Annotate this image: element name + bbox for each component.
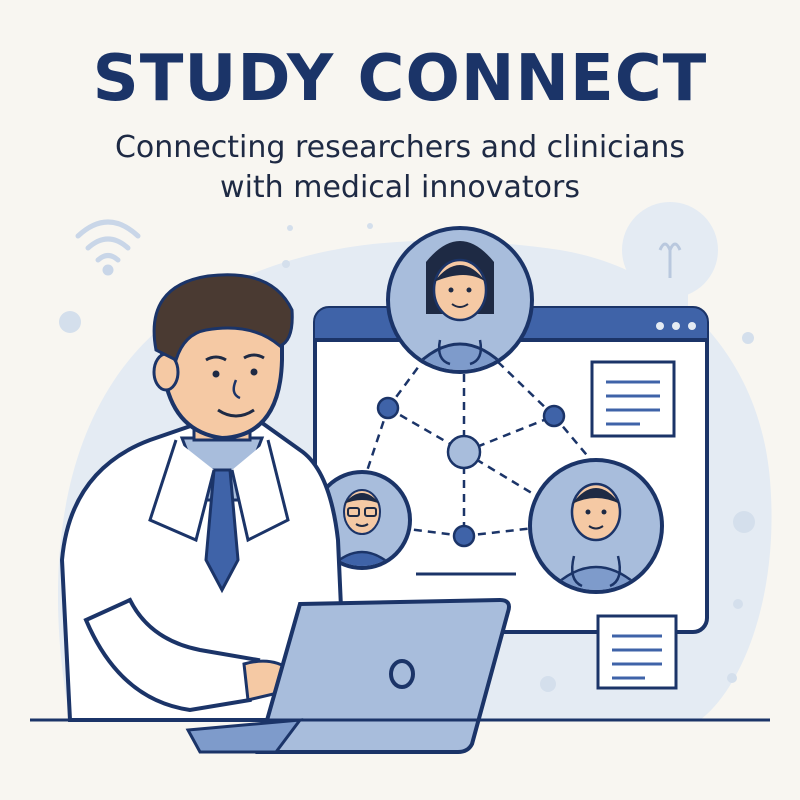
network-graph	[360, 361, 597, 548]
network-node-center	[446, 434, 482, 470]
browser-window	[313, 306, 709, 634]
wifi-icon	[75, 219, 141, 276]
document-icon	[590, 360, 676, 438]
network-node	[376, 396, 400, 420]
laptop	[185, 597, 511, 754]
decorative-dots	[59, 223, 755, 692]
network-node	[542, 404, 566, 428]
avatar-male-clinician	[528, 458, 664, 594]
document-icon-small	[596, 614, 678, 690]
avatar-female-clinician	[386, 226, 534, 374]
network-node	[452, 524, 476, 548]
doctor-figure	[59, 273, 349, 722]
page-title: STUDY CONNECT	[92, 42, 708, 116]
